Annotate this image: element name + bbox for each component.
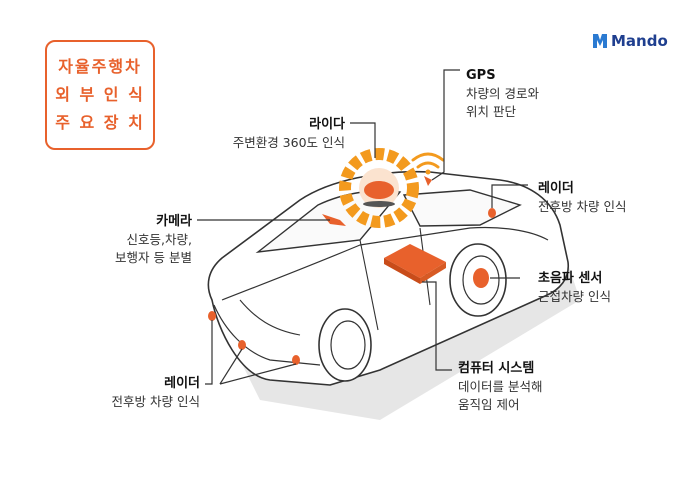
radar-left-title: 레이더 xyxy=(164,376,200,391)
title-line-1: 자율주행차 xyxy=(58,57,142,76)
radar-front-left xyxy=(208,311,216,321)
rear-wheel xyxy=(449,243,507,317)
title-line-2: 외 부 인 식 xyxy=(55,85,145,104)
lidar-title: 라이다 xyxy=(309,117,345,132)
radar-front-right xyxy=(292,355,300,365)
leader-lines xyxy=(197,69,528,385)
camera-label: 카메라 신호등,차량, 보행자 등 분별 xyxy=(80,213,192,267)
lidar-sensor xyxy=(339,148,419,228)
camera-desc-2: 보행자 등 분별 xyxy=(115,250,192,265)
gps-desc-1: 차량의 경로와 xyxy=(466,86,539,101)
radar-front-center xyxy=(238,340,246,350)
computer-desc-1: 데이터를 분석해 xyxy=(458,379,543,394)
lidar-label: 라이다 주변환경 360도 인식 xyxy=(200,116,345,152)
camera-sensor xyxy=(322,214,346,226)
front-wheel xyxy=(318,308,372,382)
radar-right-label: 레이더 전후방 차량 인식 xyxy=(538,180,626,216)
camera-title: 카메라 xyxy=(156,214,192,229)
title-box: 자율주행차 외 부 인 식 주 요 장 치 xyxy=(45,40,155,150)
gps-title: GPS xyxy=(466,68,496,83)
computer-desc-2: 움직임 제어 xyxy=(458,397,520,412)
gps-label: GPS 차량의 경로와 위치 판단 xyxy=(466,67,539,121)
ultrasonic-title: 초음파 센서 xyxy=(538,271,603,286)
camera-desc-1: 신호등,차량, xyxy=(126,232,192,247)
radar-rear-sensor xyxy=(488,208,496,218)
gps-desc-2: 위치 판단 xyxy=(466,104,516,119)
title-line-3: 주 요 장 치 xyxy=(55,113,145,132)
radar-right-desc: 전후방 차량 인식 xyxy=(538,199,627,214)
ultrasonic-desc: 근접차량 인식 xyxy=(538,289,611,304)
lidar-desc: 주변환경 360도 인식 xyxy=(232,135,345,150)
computer-box xyxy=(384,244,446,284)
radar-left-label: 레이더 전후방 차량 인식 xyxy=(80,375,200,411)
computer-label: 컴퓨터 시스템 데이터를 분석해 움직임 제어 xyxy=(458,360,542,414)
radar-right-title: 레이더 xyxy=(538,181,574,196)
computer-title: 컴퓨터 시스템 xyxy=(458,361,535,376)
mando-logo: Mando xyxy=(592,30,668,52)
mando-logo-icon xyxy=(593,34,607,48)
logo-text: Mando xyxy=(611,32,668,50)
radar-left-desc: 전후방 차량 인식 xyxy=(111,394,200,409)
gps-signal-icon xyxy=(411,152,445,175)
ultrasonic-label: 초음파 센서 근접차량 인식 xyxy=(538,270,611,306)
